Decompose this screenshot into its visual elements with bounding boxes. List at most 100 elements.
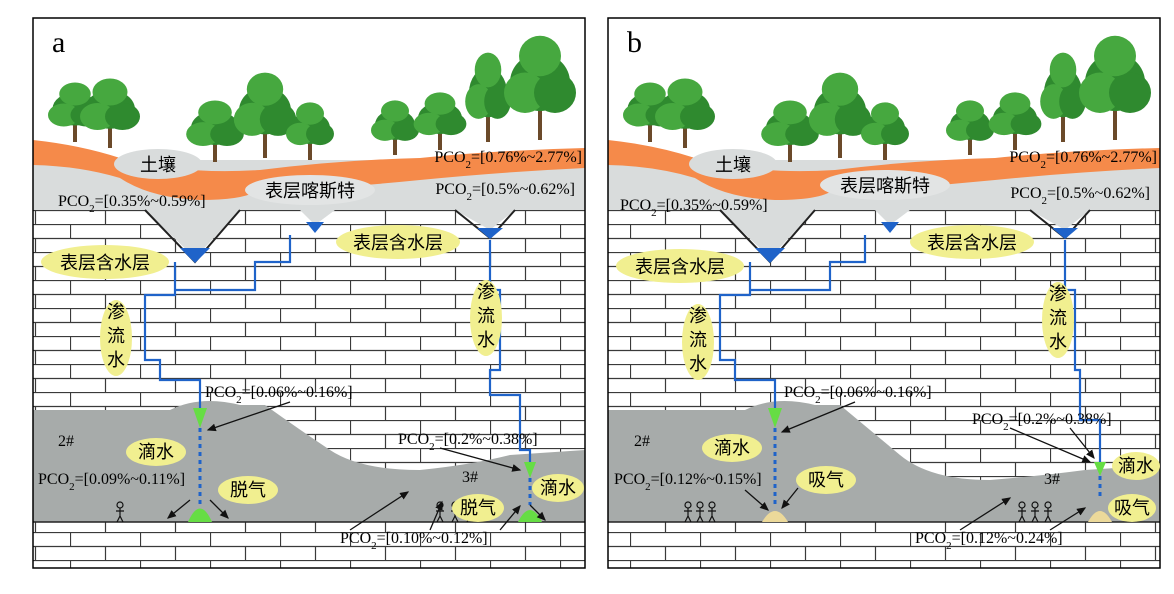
pco2-drip-right: PCO2=[0.2%~0.38%] <box>972 411 1112 433</box>
tree <box>296 102 324 125</box>
seepage-char: 渗 <box>1049 284 1067 305</box>
seepage-char: 流 <box>1049 308 1067 329</box>
annotation-arrows <box>166 401 546 531</box>
aquifer-label-right: 表层含水层 <box>353 233 443 254</box>
person <box>1031 508 1039 523</box>
tree <box>871 102 899 125</box>
person <box>696 508 704 523</box>
panel-a-labels: a 土壤 表层喀斯特 表层含水层 表层含水层 渗 流 水 渗 流 水 滴水 滴水… <box>38 26 584 552</box>
tree <box>761 122 795 147</box>
tree <box>988 112 1020 136</box>
tree <box>956 100 984 122</box>
tree <box>210 122 244 147</box>
tree <box>474 52 502 88</box>
drip-label: 滴水 <box>714 438 750 459</box>
tree <box>259 102 297 136</box>
panel-b-labels: b 土壤 表层喀斯特 表层含水层 表层含水层 渗 流 水 渗 流 水 滴水 滴水… <box>614 26 1160 552</box>
tree <box>966 119 994 141</box>
tree <box>286 122 314 146</box>
tree <box>306 122 334 146</box>
seepage-char: 渗 <box>107 302 125 323</box>
seepage-char: 流 <box>107 326 125 347</box>
tree <box>92 78 128 106</box>
degas-label-right: 脱气 <box>460 498 496 519</box>
tree <box>48 103 80 127</box>
cave-void <box>608 401 1160 525</box>
stalactite <box>1094 462 1106 476</box>
aquifer-label-left: 表层含水层 <box>60 253 150 274</box>
water-pool <box>306 222 324 233</box>
site-label-2: 2# <box>634 433 650 450</box>
water-pool <box>1052 228 1078 239</box>
person <box>708 508 716 523</box>
tree <box>1094 35 1136 77</box>
drip-label: 滴水 <box>138 442 174 463</box>
person <box>1044 508 1052 523</box>
seepage-char: 渗 <box>689 306 707 327</box>
pco2-cave: PCO2=[0.12%~0.15%] <box>614 471 762 493</box>
tree <box>1010 112 1042 136</box>
seepage-path <box>143 262 202 408</box>
tree <box>1049 52 1077 88</box>
water-pool <box>180 248 210 263</box>
tree <box>1109 72 1151 113</box>
pco2-drip-top: PCO2=[0.06%~0.16%] <box>784 384 932 406</box>
tree <box>680 103 715 130</box>
site-label-2: 2# <box>58 433 74 450</box>
stalactite <box>768 408 782 428</box>
pco2-cave-bottom: PCO2=[0.12%~0.24%] <box>915 530 1063 552</box>
degas-label-left: 脱气 <box>230 480 266 501</box>
tree <box>834 102 872 136</box>
seepage-path <box>718 262 777 408</box>
stalactite <box>524 462 536 478</box>
panel-b <box>608 18 1160 568</box>
tree <box>504 72 546 113</box>
pco2-epikarst-left: PCO2=[0.35%~0.59%] <box>620 197 768 219</box>
aquifer-label-right: 表层含水层 <box>927 233 1017 254</box>
tree <box>186 122 220 147</box>
tree <box>655 103 690 130</box>
seepage-path <box>750 235 867 292</box>
tree <box>198 100 232 125</box>
panel-letter: a <box>52 26 65 59</box>
water-pool <box>755 248 785 263</box>
pco2-epikarst-right: PCO2=[0.5%~0.62%] <box>435 181 575 203</box>
seepage-path <box>175 235 292 292</box>
cave-floor <box>608 522 1160 568</box>
person <box>684 508 692 523</box>
stalagmite <box>1088 511 1112 522</box>
absorb-label-right: 吸气 <box>1114 498 1150 519</box>
pco2-cave: PCO2=[0.09%~0.11%] <box>38 471 185 493</box>
vegetation <box>48 35 576 162</box>
tree <box>59 82 91 106</box>
stalactite <box>193 408 207 428</box>
panel-b-frame <box>607 17 1161 569</box>
tree <box>381 100 409 122</box>
pco2-drip-top: PCO2=[0.06%~0.16%] <box>205 384 353 406</box>
tree <box>424 92 456 115</box>
aquifer-label-left: 表层含水层 <box>635 257 725 278</box>
soil-layer <box>33 140 585 193</box>
absorb-label-left: 吸气 <box>808 470 844 491</box>
soil-layer <box>608 140 1160 193</box>
person <box>436 508 444 523</box>
tree <box>667 78 703 106</box>
tree <box>519 35 561 77</box>
seepage-char: 渗 <box>477 282 495 303</box>
stalagmite <box>762 511 788 522</box>
soil-label: 土壤 <box>715 155 751 176</box>
tree <box>413 112 445 136</box>
tree <box>881 122 909 146</box>
water-pool <box>881 222 899 233</box>
site-label-3: 3# <box>1044 471 1060 488</box>
visitors <box>684 501 1052 523</box>
soil-label: 土壤 <box>140 155 176 176</box>
annotation-arrows <box>744 401 1095 531</box>
tree <box>785 122 819 147</box>
tree <box>371 119 399 141</box>
pco2-epikarst-left: PCO2=[0.35%~0.59%] <box>58 193 206 215</box>
tree <box>435 112 467 136</box>
seepage-char: 流 <box>689 330 707 351</box>
vegetation <box>623 35 1151 162</box>
